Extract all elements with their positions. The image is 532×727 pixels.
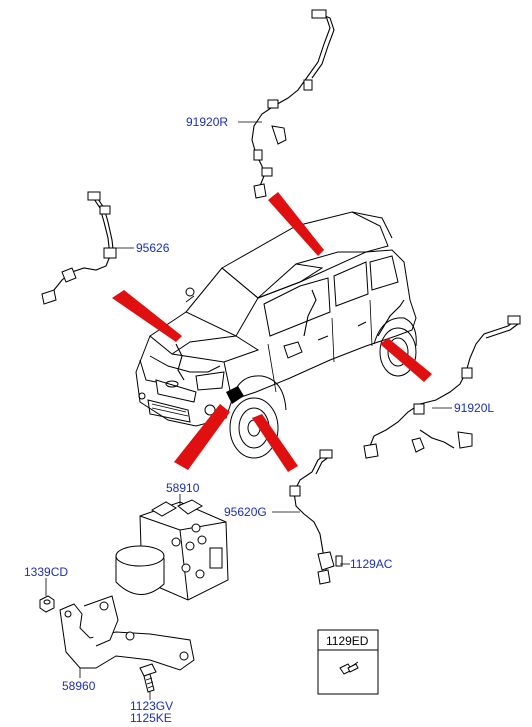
harness-91920r [251, 9, 335, 199]
harness-95620g [289, 449, 343, 585]
label-1123gv: 1123GV [130, 699, 173, 713]
label-1125ke: 1125KE [130, 711, 172, 725]
label-95626: 95626 [136, 241, 170, 255]
label-1129ed: 1129ED [326, 634, 369, 648]
pointer-lines [112, 192, 432, 472]
abs-hydraulic-unit [115, 499, 229, 601]
abs-bracket [59, 595, 195, 671]
label-91920l: 91920L [454, 401, 494, 415]
harness-91920l [363, 315, 521, 459]
label-58960: 58960 [62, 679, 96, 693]
label-95620g: 95620G [224, 505, 267, 519]
label-91920r: 91920R [186, 115, 228, 129]
car-illustration [135, 211, 417, 459]
bolt-1123gv [139, 663, 157, 693]
label-58910: 58910 [166, 481, 200, 495]
label-1339cd: 1339CD [24, 565, 68, 579]
label-1129ac: 1129AC [350, 557, 393, 571]
harness-95626 [41, 191, 117, 305]
bolt-1129ed-box [317, 629, 379, 695]
nut-1339cd [39, 595, 55, 613]
